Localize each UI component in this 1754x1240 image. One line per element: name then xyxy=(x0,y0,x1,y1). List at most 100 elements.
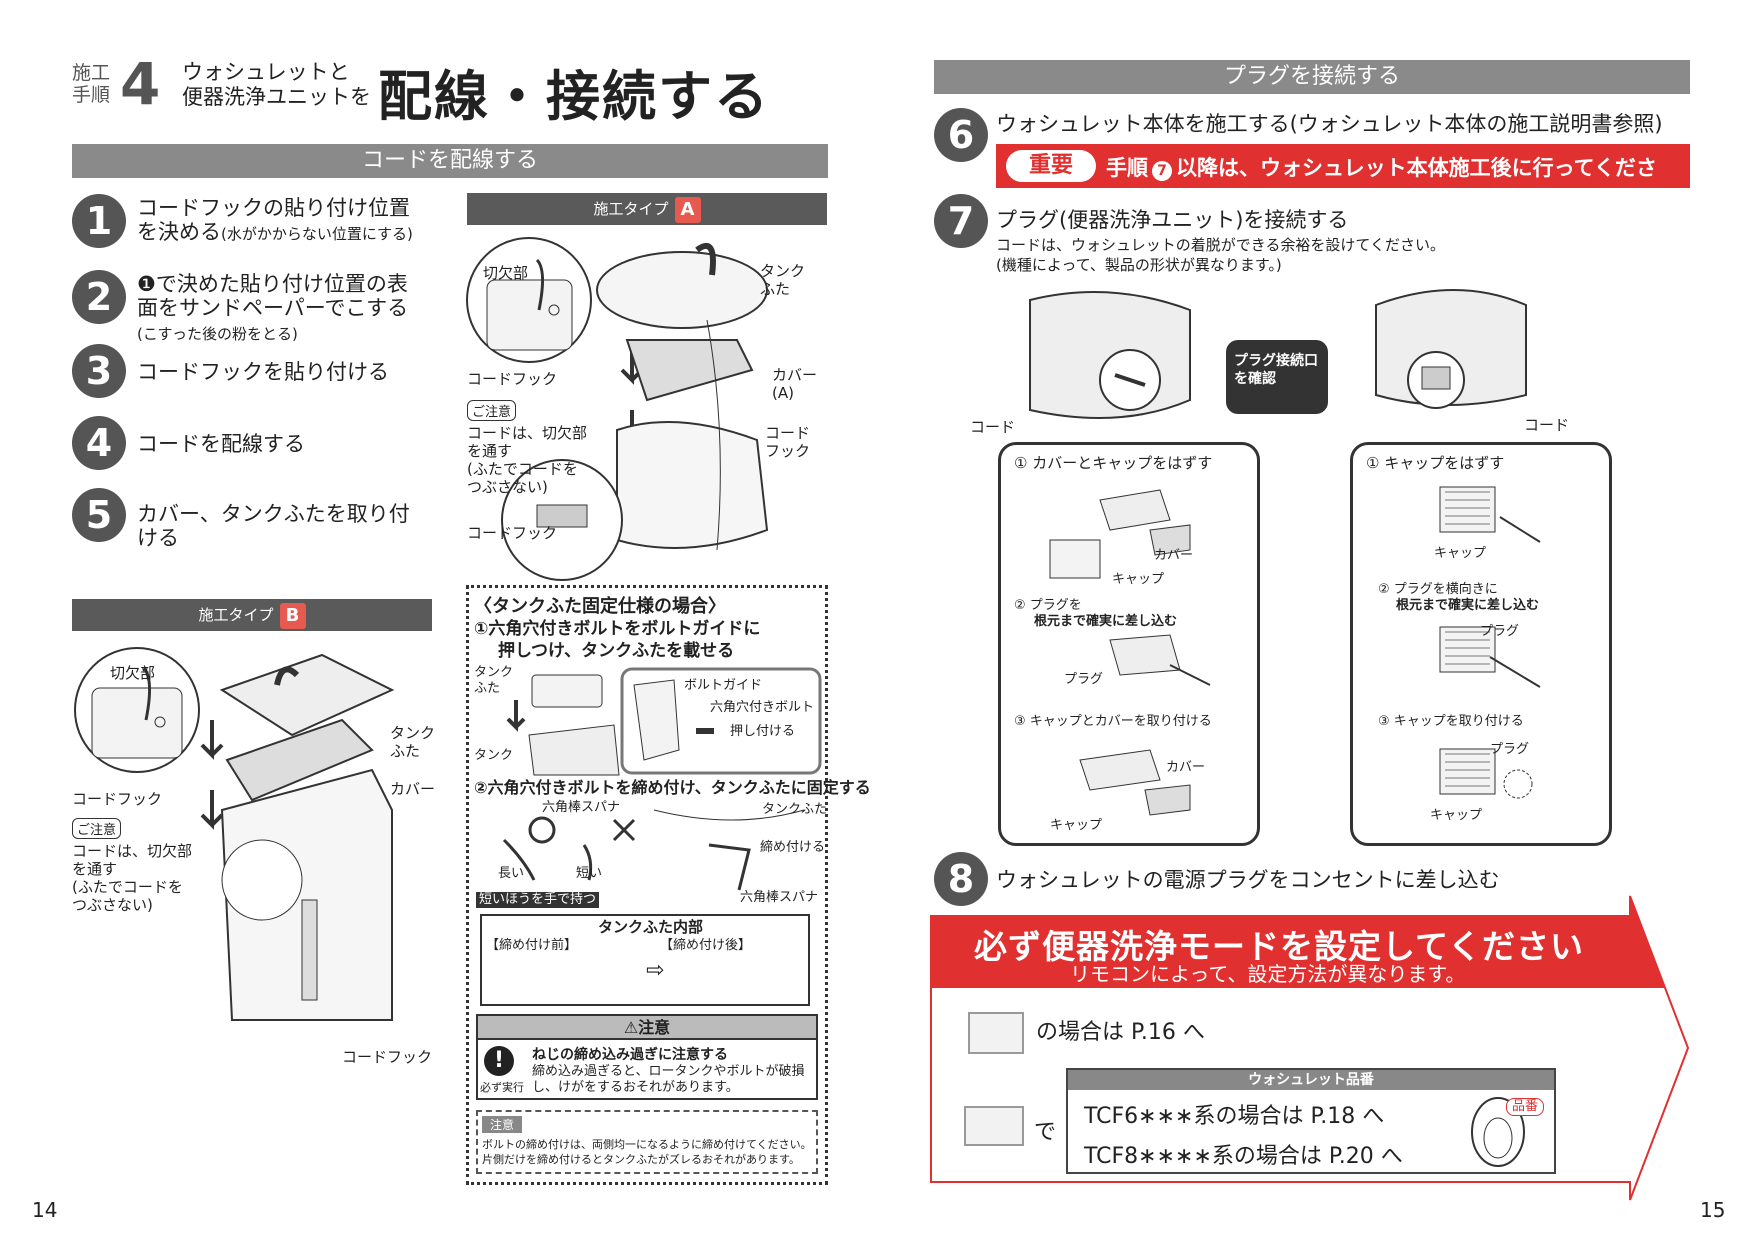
note: (機種によって、製品の形状が異なります。) xyxy=(996,256,1282,274)
label: タンク ふた xyxy=(760,262,806,298)
label: 切欠部 xyxy=(483,264,529,282)
label: カバー xyxy=(390,780,436,798)
step-number: 7 xyxy=(934,194,988,248)
label: ② プラグを xyxy=(1014,598,1082,613)
cap-illustration-2 xyxy=(1079,749,1191,816)
fixed-spec-box xyxy=(466,585,828,1185)
header-step: 4 xyxy=(120,50,161,118)
caution-chip: ご注意 xyxy=(72,818,122,839)
label: コードフック xyxy=(467,524,558,542)
label: カバー xyxy=(1166,760,1206,775)
label: コード xyxy=(970,418,1016,436)
label: キャップ xyxy=(1050,818,1103,833)
fixed-title: 〈タンクふた固定仕様の場合〉 xyxy=(474,596,726,617)
fixed-step2: ②六角穴付きボルトを締め付け、タンクふたに固定する xyxy=(474,778,871,797)
label: ① キャップをはずす xyxy=(1366,454,1505,472)
label: ③ キャップとカバーを取り付ける xyxy=(1014,714,1212,729)
label: タンク ふた xyxy=(390,724,436,760)
page-title: 配線・接続する xyxy=(378,65,770,128)
remote-icon-2 xyxy=(964,1106,1024,1146)
step-number: 5 xyxy=(72,488,126,542)
label: タンクふた xyxy=(762,802,828,817)
grill-illustration xyxy=(1439,486,1541,543)
plug-illustration xyxy=(1109,634,1211,686)
arrow-icon: ⇨ xyxy=(646,958,665,983)
header-label: 施工手順 xyxy=(72,62,111,106)
label: 【締め付け前】 xyxy=(486,938,578,953)
remote-icon xyxy=(968,1012,1024,1054)
tcf8-link[interactable]: TCF8∗∗∗∗系の場合は P.20 へ xyxy=(1084,1144,1403,1169)
step-text: プラグ(便器洗浄ユニット)を接続する xyxy=(996,208,1349,232)
label: コード フック xyxy=(765,424,811,460)
label: ボルトガイド xyxy=(684,678,763,693)
hold-label: 短いほうを手で持つ xyxy=(476,892,600,908)
step-text: コードを配線する xyxy=(137,432,305,456)
type-a-illustration xyxy=(466,237,769,581)
inner-title: タンクふた内部 xyxy=(598,918,704,936)
label: 短い xyxy=(576,866,603,881)
type-b-illustration xyxy=(74,647,395,1021)
note-box: 注意 ボルトの締め付けは、両側均一になるように締め付けてください。 片側だけを締… xyxy=(476,1110,818,1174)
step-text: コードフックを貼り付ける xyxy=(137,360,389,384)
caution-chip: ご注意 xyxy=(467,400,517,421)
inner-box xyxy=(480,914,810,1006)
spanner-illustration xyxy=(502,809,805,891)
toilet-illustration-right xyxy=(1375,289,1527,409)
step-text: ウォシュレットの電源プラグをコンセントに差し込む xyxy=(996,868,1500,892)
label: 根元まで確実に差し込む xyxy=(1396,598,1540,613)
label: 根元まで確実に差し込む xyxy=(1034,614,1178,629)
label: 六角棒スパナ xyxy=(740,890,819,905)
plug-check-badge: プラグ接続口 を確認 xyxy=(1226,340,1328,414)
label: ① カバーとキャップをはずす xyxy=(1014,454,1213,472)
label: 締め付ける xyxy=(760,840,826,855)
label: プラグ xyxy=(1064,672,1104,687)
label: 六角穴付きボルト xyxy=(710,700,815,715)
step-text: ❶で決めた貼り付け位置の表面をサンドペーパーでこする(こすった後の粉をとる) xyxy=(137,272,409,343)
step-number: 6 xyxy=(934,108,988,162)
label: カバー (A) xyxy=(772,366,818,402)
section-bar-plug: プラグを接続する xyxy=(934,60,1690,94)
step-number: 8 xyxy=(934,852,988,906)
label: キャップ xyxy=(1430,808,1483,823)
warning-box: ⚠注意 ! 必ず実行 ねじの締め込み過ぎに注意する 締め込み過ぎると、ロータンク… xyxy=(476,1014,818,1100)
hinban-chip: 品番 xyxy=(1506,1098,1545,1116)
step-text: ウォシュレット本体を施工する(ウォシュレット本体の施工説明書参照) xyxy=(996,112,1663,136)
label: ③ キャップを取り付ける xyxy=(1378,714,1524,729)
note: コードは、切欠部を通す(ふたでコードをつぶさない) xyxy=(72,842,193,914)
label: 長い xyxy=(498,866,525,881)
label: タンク xyxy=(474,748,514,763)
label: ② プラグを横向きに xyxy=(1378,582,1498,597)
tcf6-link[interactable]: TCF6∗∗∗系の場合は P.18 へ xyxy=(1084,1104,1385,1129)
toilet-illustration-left xyxy=(1029,291,1191,419)
grill-cap-illustration xyxy=(1439,748,1533,799)
label: 【締め付け後】 xyxy=(660,938,752,953)
label: キャップ xyxy=(1112,572,1165,587)
step-number: 3 xyxy=(72,344,126,398)
section-bar-wiring: コードを配線する xyxy=(72,144,828,178)
bolt-illustration xyxy=(506,667,822,776)
header-sub: ウォシュレットと便器洗浄ユニットを xyxy=(182,60,371,109)
label: コードフック xyxy=(467,370,558,388)
label: コードフック xyxy=(72,790,163,808)
page-number: 14 xyxy=(32,1198,58,1222)
label: コード xyxy=(1524,416,1570,434)
label: プラグ xyxy=(1480,624,1520,639)
cap-illustration xyxy=(1049,489,1191,579)
step-text: カバー、タンクふたを取り付ける xyxy=(137,502,410,550)
remote-p16: の場合は P.16 へ xyxy=(1036,1020,1205,1045)
step-number: 1 xyxy=(72,194,126,248)
page-number: 15 xyxy=(1700,1198,1726,1222)
note: コードは、切欠部を通す(ふたでコードをつぶさない) xyxy=(467,424,588,496)
label: プラグ xyxy=(1490,742,1530,757)
label: 切欠部 xyxy=(110,664,156,682)
label: カバー xyxy=(1154,548,1194,563)
note: コードは、ウォシュレットの着脱ができる余裕を設けてください。 xyxy=(996,236,1445,254)
de-label: で xyxy=(1034,1120,1057,1145)
mode-banner-sub: リモコンによって、設定方法が異なります。 xyxy=(1070,962,1466,986)
label: 六角棒スパナ xyxy=(542,800,621,815)
step-number: 2 xyxy=(72,270,126,324)
label: タンク ふた xyxy=(474,665,514,696)
